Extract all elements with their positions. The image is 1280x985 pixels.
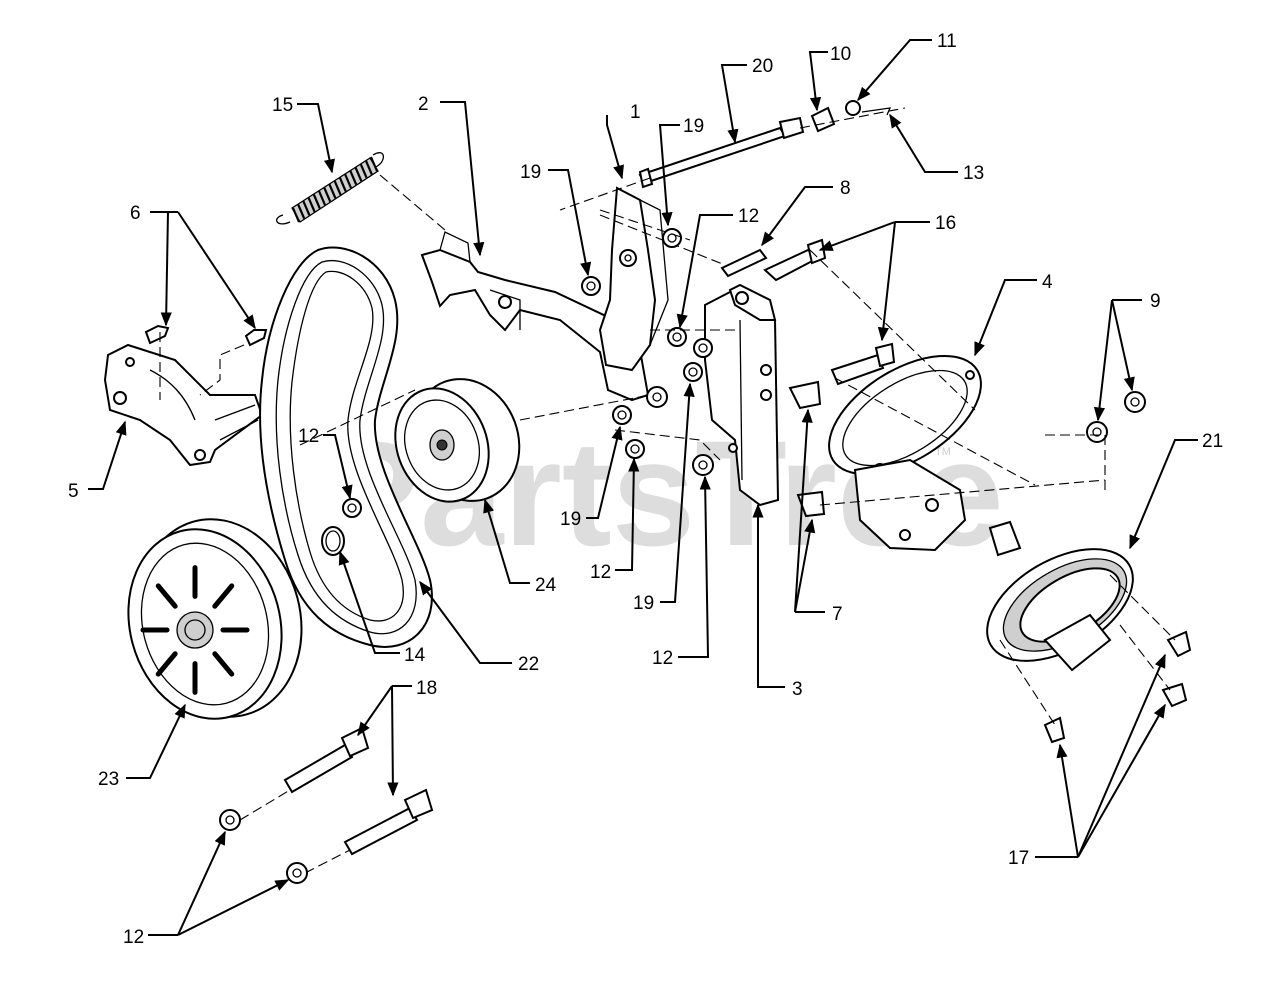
leader-20 <box>720 64 747 144</box>
v-belt <box>259 246 433 648</box>
callout-7: 7 <box>832 604 843 625</box>
leader-17c <box>1077 653 1166 858</box>
leader-4 <box>974 279 1037 357</box>
callout-6: 6 <box>130 203 141 224</box>
mounting-plate <box>103 343 264 467</box>
leader-17a <box>1056 743 1079 858</box>
plate-bolts <box>144 324 268 400</box>
leader-10 <box>808 51 828 112</box>
leader-9b <box>1093 299 1113 422</box>
callout-labels: 1 2 3 4 5 6 7 8 9 10 11 12 12 12 12 12 1… <box>68 31 1223 948</box>
callout-12-bottom: 12 <box>123 927 144 948</box>
callout-19-lower: 19 <box>633 593 654 614</box>
leader-6b <box>177 211 256 330</box>
leader-24 <box>483 498 530 584</box>
cable-fittings <box>559 100 906 211</box>
extension-spring <box>276 152 385 225</box>
leader-12-middle <box>615 457 640 571</box>
callout-20: 20 <box>752 56 773 77</box>
leader-12-bottom-b <box>177 879 290 936</box>
idler-bracket <box>420 231 650 402</box>
leader-1 <box>606 115 624 180</box>
callout-14: 14 <box>404 645 426 666</box>
callout-12-left: 12 <box>298 426 319 447</box>
callout-17: 17 <box>1008 848 1029 869</box>
callout-23: 23 <box>98 769 119 790</box>
leader-19-middle <box>586 425 623 519</box>
callout-12-upper: 12 <box>738 206 759 227</box>
leader-6a <box>160 211 172 327</box>
callout-19-upper-right: 19 <box>683 116 704 137</box>
small-nuts <box>219 174 735 884</box>
leader-18b <box>387 685 399 797</box>
leader-13 <box>889 113 958 173</box>
callout-19-middle: 19 <box>560 509 581 530</box>
leader-5 <box>88 420 127 490</box>
callout-10: 10 <box>830 44 851 65</box>
callout-2: 2 <box>418 94 429 115</box>
leader-17b <box>1077 703 1166 858</box>
transmission-screws <box>999 574 1192 744</box>
callout-5: 5 <box>68 481 79 502</box>
leader-16b <box>877 221 896 342</box>
callout-4: 4 <box>1042 272 1053 293</box>
leader-15 <box>297 103 335 174</box>
callout-11: 11 <box>937 31 957 52</box>
callout-13: 13 <box>963 163 984 184</box>
callout-15: 15 <box>272 95 293 116</box>
callout-9: 9 <box>1150 291 1161 312</box>
callout-12-middle: 12 <box>590 562 611 583</box>
leader-19-upper-left <box>548 169 592 277</box>
leader-3 <box>752 503 785 688</box>
callout-3: 3 <box>792 679 803 700</box>
retaining-ring <box>321 526 345 556</box>
leader-21 <box>1129 439 1198 550</box>
leader-14 <box>338 550 400 654</box>
leader-23 <box>126 703 186 779</box>
leader-22 <box>419 580 512 664</box>
transmission-assembly <box>853 458 1134 672</box>
leader-12-bottom-a <box>177 830 226 936</box>
callout-1: 1 <box>630 102 641 123</box>
leader-19-lower <box>660 382 695 603</box>
engine-pulley <box>127 518 303 720</box>
leader-18a <box>357 685 393 737</box>
callout-8: 8 <box>840 178 851 199</box>
leader-12-lower <box>678 475 711 658</box>
leader-8 <box>761 186 833 247</box>
watermark-trademark: TM <box>935 446 951 458</box>
callout-19-upper-left: 19 <box>520 162 541 183</box>
leader-12-left <box>323 434 353 500</box>
long-bolts <box>239 726 434 874</box>
callout-22: 22 <box>518 654 539 675</box>
leader-11 <box>857 39 932 102</box>
callout-18: 18 <box>416 678 437 699</box>
pivot-plate <box>598 186 669 372</box>
leader-16a <box>818 221 896 251</box>
mounting-bracket <box>704 283 780 507</box>
callout-12-lower: 12 <box>652 648 673 669</box>
idler-pulley <box>394 378 521 503</box>
leader-7b <box>794 518 816 613</box>
leader-7a <box>794 408 813 613</box>
leader-lines <box>88 39 1198 936</box>
callout-21: 21 <box>1202 431 1223 452</box>
callout-16: 16 <box>935 213 956 234</box>
leader-2 <box>440 101 485 257</box>
leader-9a <box>1111 299 1135 392</box>
hex-nuts-9 <box>1045 391 1146 490</box>
leader-19-upper-right <box>658 124 680 227</box>
callout-24: 24 <box>535 575 557 596</box>
leader-12-upper <box>676 214 733 329</box>
